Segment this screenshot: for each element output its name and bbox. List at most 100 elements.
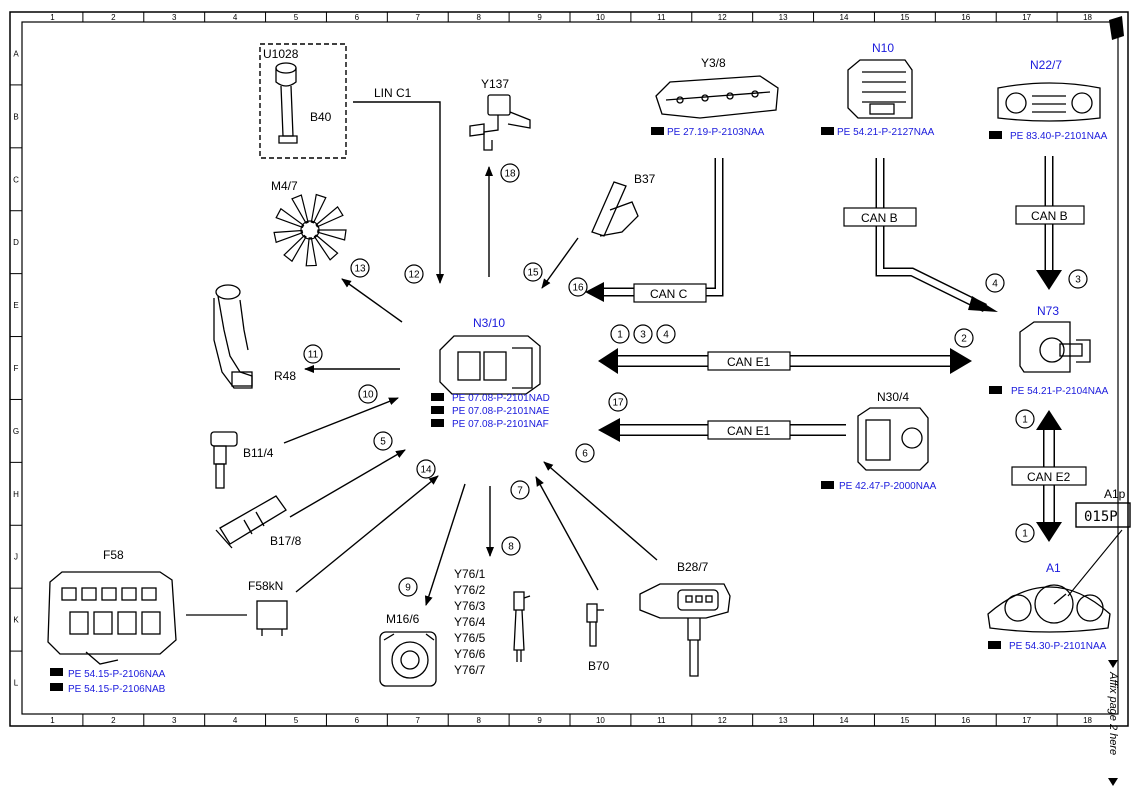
y137-component: Y137 xyxy=(469,77,531,151)
temp-sensor-icon xyxy=(210,431,238,489)
can-e1-label-2: CAN E1 xyxy=(727,424,771,438)
f58kn-label: F58kN xyxy=(248,579,283,593)
hand-pointer-icon xyxy=(651,127,664,135)
marker-circle xyxy=(985,273,1005,293)
n73-label: N73 xyxy=(1037,304,1059,318)
column-number-bottom: 8 xyxy=(476,716,481,725)
n22-7-label: N22/7 xyxy=(1030,58,1062,72)
column-number-top: 4 xyxy=(233,13,238,22)
y76-label-1: Y76/1 xyxy=(454,567,486,581)
b28-7-label: B28/7 xyxy=(677,560,709,574)
f58-ref-1: PE 54.15-P-2106NAA xyxy=(68,669,166,680)
y76-label-7: Y76/7 xyxy=(454,663,486,677)
marker-circle xyxy=(575,443,595,463)
column-number-top: 12 xyxy=(718,13,727,22)
throttle-valve-icon xyxy=(379,631,437,687)
y3-8-label: Y3/8 xyxy=(701,56,726,70)
marker-number: 1 xyxy=(617,330,623,341)
y76-label-4: Y76/4 xyxy=(454,615,486,629)
column-number-bottom: 13 xyxy=(779,716,788,725)
can-e1-label-1: CAN E1 xyxy=(727,355,771,369)
marker-number: 11 xyxy=(308,350,319,361)
marker-circle xyxy=(358,384,378,404)
marker-number: 16 xyxy=(572,283,584,294)
marker-circle xyxy=(954,328,974,348)
row-letter: G xyxy=(13,427,19,436)
n73-ref: PE 54.21-P-2104NAA xyxy=(1011,386,1109,397)
hand-pointer-icon xyxy=(431,393,444,427)
column-number-top: 1 xyxy=(50,13,55,22)
marker-circle xyxy=(303,344,323,364)
n30-4-ref: PE 42.47-P-2000NAA xyxy=(839,481,937,492)
signal-arrows xyxy=(283,166,658,606)
column-number-bottom: 5 xyxy=(294,716,299,725)
thermostat-heater-icon xyxy=(213,284,253,389)
marker-number: 18 xyxy=(504,169,516,180)
lin-c1-connection: LIN C1 xyxy=(353,86,444,284)
r48-component: R48 xyxy=(213,284,296,389)
marker-number: 5 xyxy=(380,437,386,448)
m16-6-label: M16/6 xyxy=(386,612,420,626)
n10-ref: PE 54.21-P-2127NAA xyxy=(837,127,935,138)
corner-mark xyxy=(1109,16,1124,40)
row-letter: C xyxy=(13,175,19,184)
marker-number: 2 xyxy=(961,334,967,345)
marker-number: 4 xyxy=(663,330,669,341)
fuse-box-icon xyxy=(47,571,177,665)
hand-pointer-icon xyxy=(989,131,1002,139)
engine-control-unit-icon xyxy=(439,335,541,395)
marker-circle xyxy=(608,392,628,412)
frame: 1122334455667788991010111112121313141415… xyxy=(9,11,1129,727)
b17-8-component: B17/8 xyxy=(215,495,302,549)
b40-label: B40 xyxy=(310,110,332,124)
affix-note: Affix page 2 here xyxy=(1107,671,1119,755)
hand-pointer-icon xyxy=(821,481,834,489)
arrow-14 xyxy=(295,475,439,593)
y3-8-component: Y3/8 PE 27.19-P-2103NAA xyxy=(651,56,779,138)
ignition-switch-icon xyxy=(1019,321,1091,373)
n22-7-ref: PE 83.40-P-2101NAA xyxy=(1010,131,1108,142)
marker-circle xyxy=(523,262,543,282)
valve-body-icon xyxy=(655,75,779,119)
b11-4-component: B11/4 xyxy=(210,431,274,489)
marker-circle xyxy=(398,577,418,597)
b70-label: B70 xyxy=(588,659,610,673)
n3-10-ref-1: PE 07.08-P-2101NAD xyxy=(452,393,550,404)
marker-number: 12 xyxy=(408,270,420,281)
valve-icon xyxy=(469,94,531,151)
column-number-top: 10 xyxy=(596,13,605,22)
column-number-bottom: 11 xyxy=(657,716,666,725)
column-number-bottom: 16 xyxy=(961,716,970,725)
can-b-label-2: CAN B xyxy=(1031,209,1068,223)
can-b-label-1: CAN B xyxy=(861,211,898,225)
n3-10-component: N3/10 PE 07.08-P-2101NAD PE 07.08-P-2101… xyxy=(431,316,550,430)
y3-8-ref: PE 27.19-P-2103NAA xyxy=(667,127,765,138)
column-number-top: 18 xyxy=(1083,13,1092,22)
can-e1-bus-main: CAN E1 xyxy=(598,348,972,374)
climate-control-icon xyxy=(997,82,1101,122)
y76-label-6: Y76/6 xyxy=(454,647,486,661)
column-number-top: 7 xyxy=(416,13,421,22)
can-e2-bus: CAN E2 xyxy=(1011,410,1087,542)
b37-label: B37 xyxy=(634,172,656,186)
column-number-top: 16 xyxy=(961,13,970,22)
b70-component: B70 xyxy=(586,603,610,673)
marker-number: 1 xyxy=(1022,529,1028,540)
arrow-13 xyxy=(341,278,403,323)
n22-7-component: N22/7 PE 83.40-P-2101NAA xyxy=(989,58,1108,142)
arrow-9 xyxy=(424,483,466,606)
can-c-label: CAN C xyxy=(650,287,688,301)
marker-number: 17 xyxy=(612,398,624,409)
hand-pointer-icon xyxy=(821,127,834,135)
crankshaft-sensor-icon xyxy=(586,603,604,647)
marker-number: 3 xyxy=(1075,275,1081,286)
charge-air-sensor-icon xyxy=(215,495,287,549)
column-number-top: 15 xyxy=(900,13,909,22)
n30-4-label: N30/4 xyxy=(877,390,909,404)
arrow-15 xyxy=(541,237,579,289)
a1-label: A1 xyxy=(1046,561,1061,575)
marker-number: 4 xyxy=(992,279,998,290)
marker-number: 10 xyxy=(362,390,374,401)
